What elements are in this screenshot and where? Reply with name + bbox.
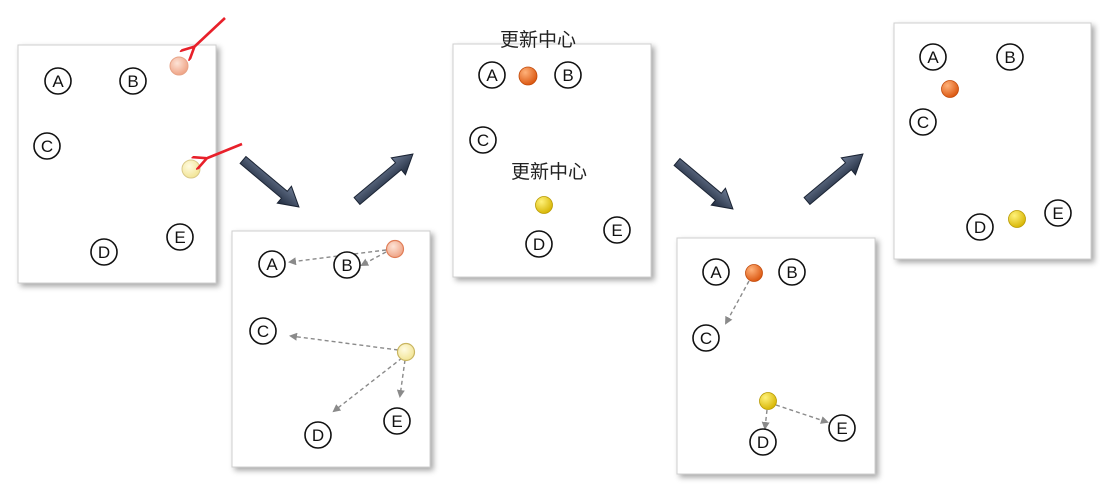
flow-arrow-3 bbox=[673, 157, 734, 210]
node-d-label: D bbox=[98, 243, 110, 262]
node-c: C bbox=[692, 324, 720, 352]
node-d: D bbox=[966, 213, 994, 241]
center-yellow-updated bbox=[535, 196, 553, 214]
node-c: C bbox=[909, 108, 937, 136]
center-orange-updated bbox=[518, 66, 538, 86]
node-a-label: A bbox=[486, 66, 498, 85]
node-b-label: B bbox=[1004, 48, 1015, 67]
node-c-label: C bbox=[41, 137, 53, 156]
red-pointer-yellow bbox=[205, 142, 243, 159]
assign-arrow-to-c bbox=[289, 332, 399, 351]
node-c-label: C bbox=[477, 131, 489, 150]
node-d-label: D bbox=[757, 433, 769, 452]
node-a-label: A bbox=[927, 48, 939, 67]
node-d: D bbox=[525, 230, 553, 258]
node-c: C bbox=[469, 126, 497, 154]
node-e: E bbox=[166, 223, 194, 251]
flow-arrow-4 bbox=[803, 153, 864, 206]
assign-arrow-to-e bbox=[775, 404, 829, 424]
center-orange bbox=[745, 264, 763, 282]
node-a: A bbox=[478, 61, 506, 89]
red-pointer-orange bbox=[193, 17, 226, 48]
panel-5-final: A B C D E bbox=[893, 22, 1092, 260]
node-b-label: B bbox=[127, 72, 138, 91]
node-d-label: D bbox=[974, 218, 986, 237]
node-b: B bbox=[554, 61, 582, 89]
node-e-label: E bbox=[174, 228, 185, 247]
node-b-label: B bbox=[562, 66, 573, 85]
node-e: E bbox=[603, 216, 631, 244]
assign-arrow-to-e bbox=[396, 359, 406, 398]
node-e-label: E bbox=[1052, 204, 1063, 223]
center-orange-final bbox=[941, 80, 959, 98]
node-b: B bbox=[333, 251, 361, 279]
node-d: D bbox=[90, 238, 118, 266]
node-a-label: A bbox=[266, 255, 278, 274]
node-a-label: A bbox=[710, 263, 722, 282]
node-c: C bbox=[249, 317, 277, 345]
update-center-caption-middle: 更新中心 bbox=[511, 161, 587, 183]
center-yellow bbox=[396, 342, 416, 362]
node-a: A bbox=[44, 67, 72, 95]
node-b: B bbox=[119, 67, 147, 95]
node-a: A bbox=[919, 43, 947, 71]
node-e-label: E bbox=[391, 412, 402, 431]
node-d: D bbox=[304, 421, 332, 449]
center-yellow-final bbox=[1008, 210, 1026, 228]
assign-arrow-to-a bbox=[288, 249, 387, 266]
assign-arrow-to-b bbox=[360, 251, 387, 266]
node-c-label: C bbox=[700, 329, 712, 348]
node-d-label: D bbox=[312, 426, 324, 445]
node-a: A bbox=[702, 258, 730, 286]
center-orange-initial bbox=[169, 56, 189, 76]
panel-2-assignment: A B C D E bbox=[231, 230, 431, 468]
assign-arrow-to-c bbox=[725, 280, 750, 325]
center-yellow bbox=[759, 392, 777, 410]
center-yellow-initial bbox=[181, 159, 201, 179]
update-center-caption-top: 更新中心 bbox=[500, 29, 576, 51]
node-e-label: E bbox=[611, 221, 622, 240]
node-b-label: B bbox=[341, 256, 352, 275]
assign-arrow-to-d bbox=[332, 357, 403, 413]
node-d-label: D bbox=[533, 235, 545, 254]
center-orange bbox=[385, 239, 405, 259]
node-e: E bbox=[1044, 199, 1072, 227]
node-a-label: A bbox=[52, 72, 64, 91]
node-b: B bbox=[778, 258, 806, 286]
panel-4-reassignment: A B C D E bbox=[676, 237, 876, 475]
node-c: C bbox=[33, 132, 61, 160]
node-c-label: C bbox=[257, 322, 269, 341]
flow-arrow-2 bbox=[353, 153, 414, 206]
flow-arrow-1 bbox=[239, 155, 300, 208]
node-e: E bbox=[383, 407, 411, 435]
assign-arrow-to-d bbox=[761, 409, 770, 430]
panel-1-initial: A B C D E bbox=[17, 17, 243, 284]
node-d: D bbox=[749, 428, 777, 456]
node-c-label: C bbox=[917, 113, 929, 132]
node-e: E bbox=[828, 414, 856, 442]
node-b-label: B bbox=[786, 263, 797, 282]
panel-3-update-center: 更新中心 更新中心 A B C D E bbox=[452, 29, 652, 278]
node-e-label: E bbox=[836, 419, 847, 438]
node-b: B bbox=[996, 43, 1024, 71]
node-a: A bbox=[258, 250, 286, 278]
